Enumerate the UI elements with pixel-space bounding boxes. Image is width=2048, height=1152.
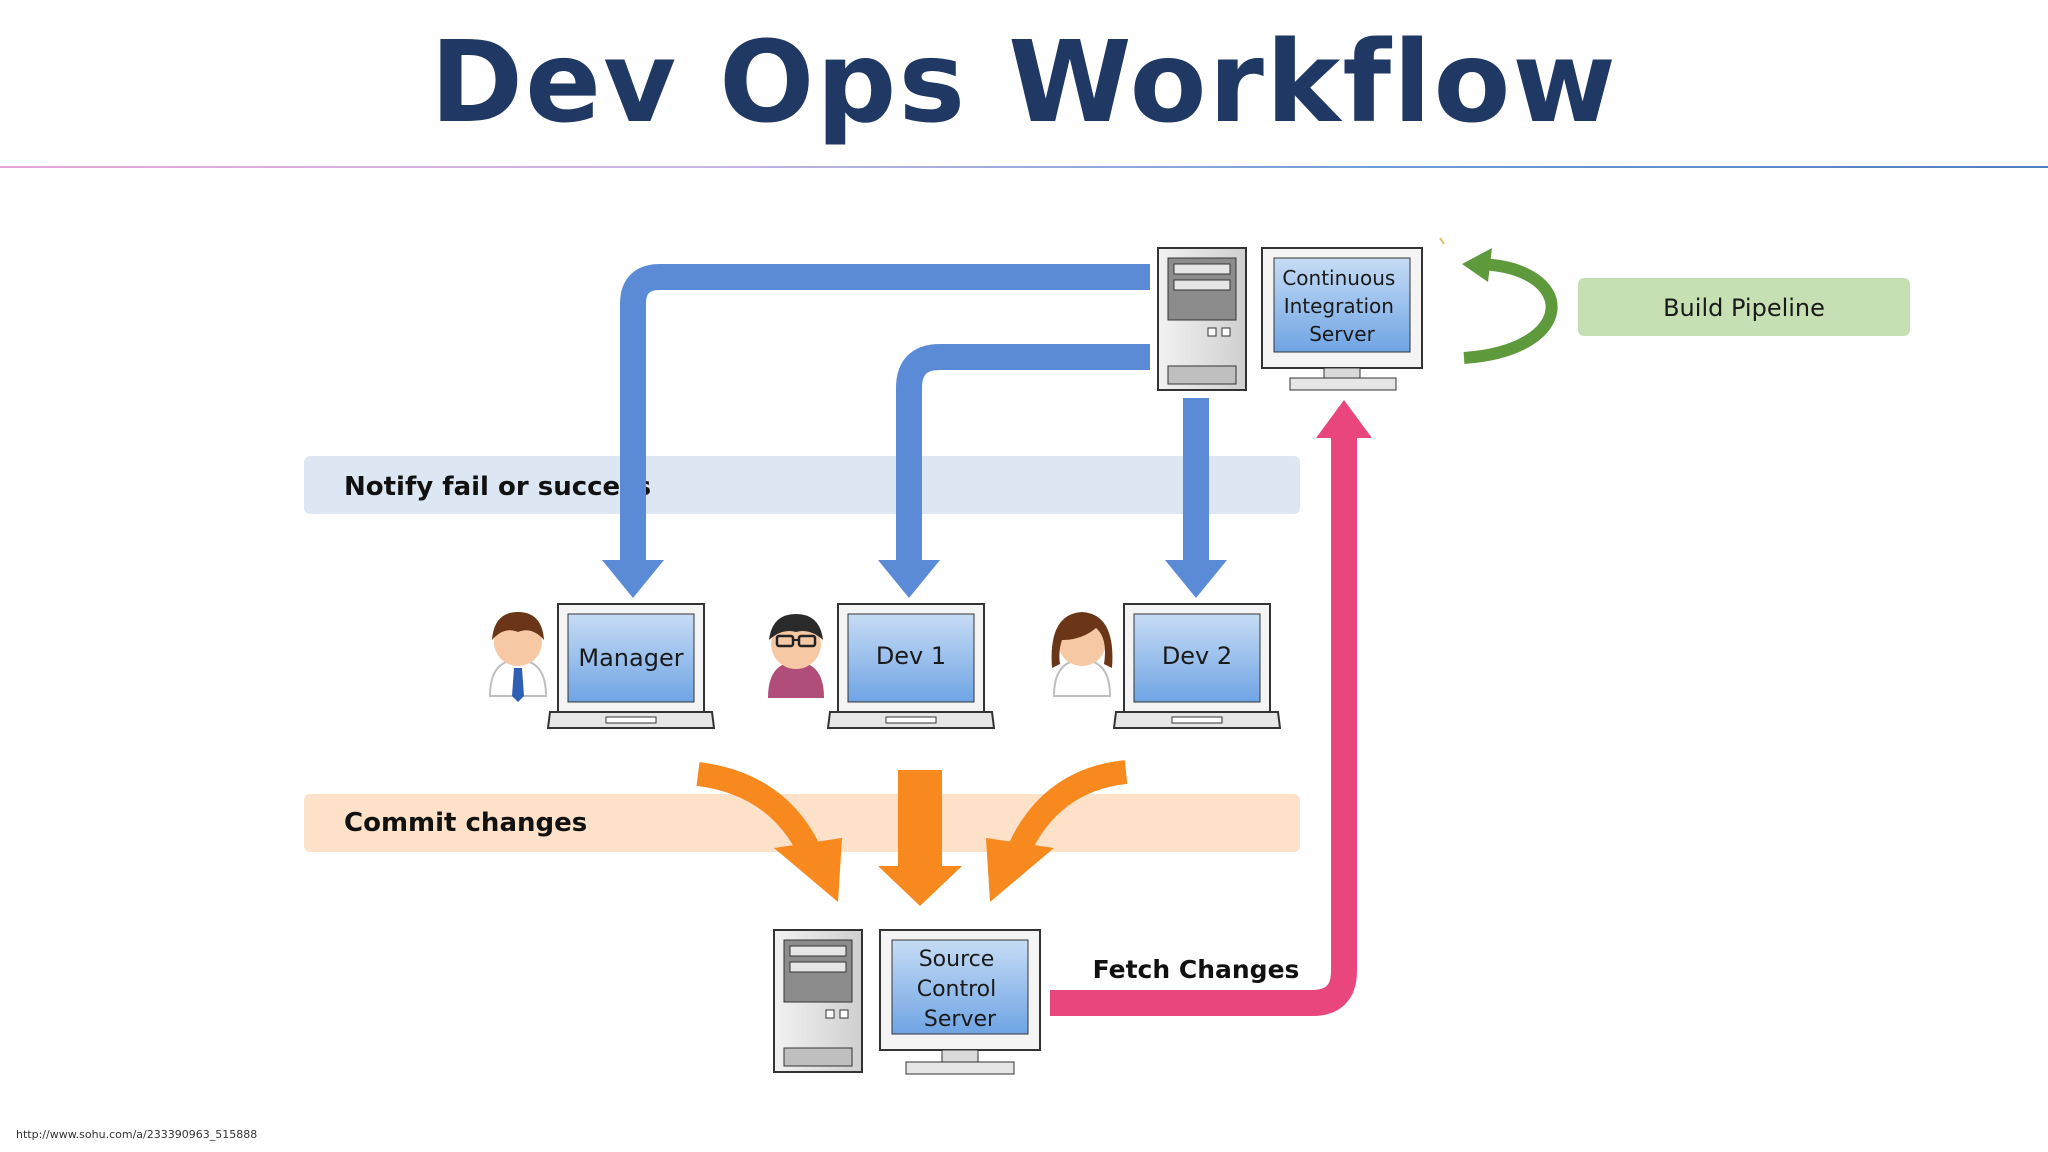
dev1-label: Dev 1 [876,642,946,670]
commit-arrowhead-left [774,838,842,902]
title-divider [0,166,2048,168]
manager-laptop: Manager [546,603,716,729]
commit-arrow-right [1007,760,1128,858]
ci-server-label-line3: Server [1309,322,1375,346]
manager-avatar [488,612,548,702]
notify-arrow-dev1 [896,344,1150,560]
notify-arrowhead-manager [602,560,664,598]
manager-label: Manager [578,644,683,672]
source-url: http://www.sohu.com/a/233390963_515888 [16,1128,258,1141]
commit-band-label: Commit changes [344,808,587,838]
notify-arrowhead-dev1 [878,560,940,598]
commit-arrows [696,760,1128,906]
source-server-label-line3: Server [924,1007,997,1032]
notify-band-label: Notify fail or success [344,472,651,502]
fetch-arrowhead [1316,400,1372,438]
dev1-avatar [768,614,824,698]
dev2-label: Dev 2 [1162,642,1232,670]
source-server-label-line2: Control [917,977,997,1002]
notify-arrowhead-dev2 [1165,560,1227,598]
notify-band: Notify fail or success [304,456,1300,514]
commit-arrowhead-center [878,866,962,906]
ci-server-label-line1: Continuous [1282,266,1395,290]
fetch-changes-label: Fetch Changes [1093,955,1300,984]
dev1-laptop: Dev 1 [826,603,996,729]
commit-arrow-left [696,762,821,858]
pipeline-loop-arrow [1439,237,1558,364]
fetch-changes-arrow [1050,400,1372,1016]
notify-arrow-manager [620,264,1150,560]
ci-server-monitor: Continuous Integration Server [1261,247,1423,391]
svg-text:Continuous Integration: Continuous Integration Server [1282,266,1401,346]
page-title: Dev Ops Workflow [430,18,1618,148]
source-server-monitor: Source Control Server [879,929,1041,1075]
source-server-tower [773,929,863,1073]
build-pipeline-label: Build Pipeline [1663,294,1825,322]
commit-arrow-center [898,770,942,868]
ci-server-tower [1157,247,1247,391]
notify-arrows [620,264,1209,560]
source-server-label-line1: Source [919,947,995,972]
svg-text:Source Control Ser: Source Control Server [917,947,1004,1032]
ci-server-label-line2: Integration [1284,294,1394,318]
commit-arrowhead-right [986,838,1054,902]
dev2-avatar [1051,612,1113,697]
build-pipeline-box: Build Pipeline [1578,278,1910,336]
dev2-laptop: Dev 2 [1112,603,1282,729]
